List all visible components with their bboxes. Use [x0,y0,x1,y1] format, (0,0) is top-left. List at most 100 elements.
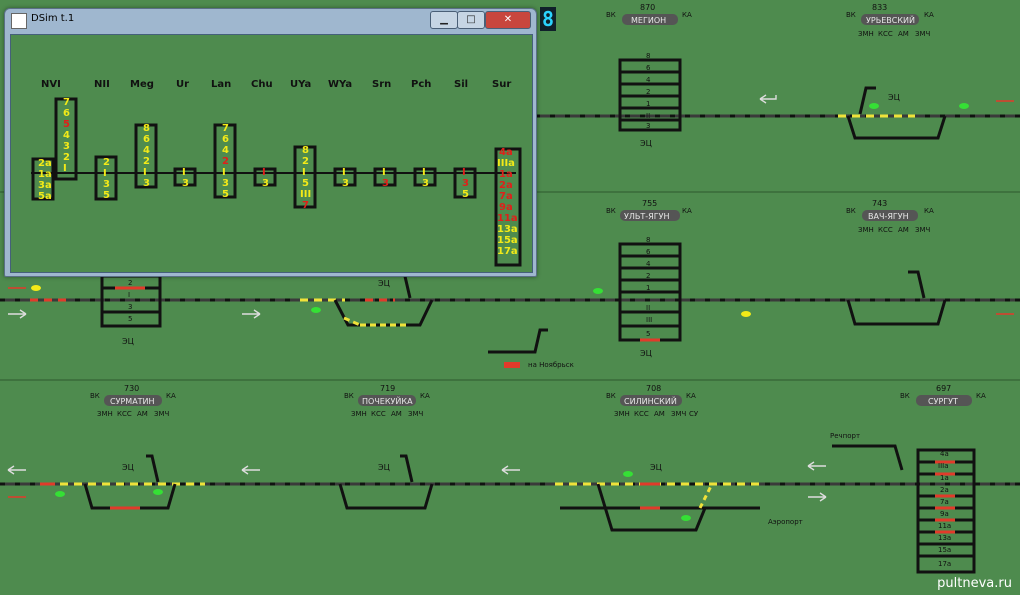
svg-text:I: I [382,167,386,178]
station-uryevsky[interactable]: 833 УРЬЕВСКИЙ ВК КА ЗМН КСС АМ ЗМЧ ЭЦ [846,3,934,102]
svg-text:7a: 7a [499,191,513,202]
svg-text:ВК: ВК [90,392,100,400]
svg-text:1: 1 [646,100,650,108]
svg-text:5: 5 [302,178,309,189]
svg-text:7а: 7а [940,498,949,506]
svg-text:I: I [262,167,266,178]
minimize-button[interactable]: ▁ [430,11,458,29]
svg-text:2a: 2a [38,158,52,169]
svg-text:I: I [182,167,186,178]
svg-text:ЗМЧ: ЗМЧ [154,410,170,418]
svg-text:ЗМН: ЗМН [351,410,367,418]
svg-text:2: 2 [302,156,309,167]
svg-text:743: 743 [872,199,887,208]
svg-text:УЛЬТ-ЯГУН: УЛЬТ-ЯГУН [624,212,669,221]
dsim-window[interactable]: DSim t.1 ▁ □ ✕ NVI NII Meg Ur Lan Chu UY… [4,8,537,277]
window-titlebar[interactable]: DSim t.1 ▁ □ ✕ [5,9,536,31]
svg-text:I: I [103,168,107,179]
hdr-sur: Sur [492,79,512,90]
station-vach-yagun[interactable]: 743 ВАЧ-ЯГУН ВК КА ЗМН КСС АМ ЗМЧ [846,199,947,326]
svg-text:3: 3 [182,178,189,189]
uryevsky-tracks[interactable] [846,86,947,140]
svg-text:ЗМЧ: ЗМЧ [915,30,931,38]
svg-text:ВК: ВК [846,207,856,215]
svg-text:КСС: КСС [878,226,893,234]
svg-text:СУРГУТ: СУРГУТ [928,397,958,406]
svg-text:6: 6 [646,64,651,72]
svg-text:719: 719 [380,384,395,393]
svg-text:КА: КА [682,207,692,215]
hdr-pch: Pch [411,79,432,90]
svg-text:ЗМН: ЗМН [97,410,113,418]
svg-text:IIIа: IIIа [938,462,948,470]
svg-text:4: 4 [646,76,651,84]
station-megion[interactable]: 870 МЕГИОН ВК КА ЭЦ [606,3,692,148]
svg-text:ЭЦ: ЭЦ [122,337,134,346]
svg-text:I: I [462,167,466,178]
svg-text:КА: КА [976,392,986,400]
overview-diagram: 2a 1a 3a 5a 7 6 5 4 3 2 I 2 I 3 5 8 6 4 … [31,97,522,267]
svg-text:15a: 15a [497,235,518,246]
svg-text:1: 1 [646,284,650,292]
svg-text:ЗМЧ: ЗМЧ [915,226,931,234]
svg-text:697: 697 [936,384,951,393]
svg-text:I: I [342,167,346,178]
hdr-ur: Ur [176,79,190,90]
counter-digit: 8 [540,7,556,31]
close-button[interactable]: ✕ [485,11,531,29]
svg-text:3: 3 [143,178,150,189]
svg-text:8: 8 [302,145,309,156]
svg-text:АМ: АМ [898,30,909,38]
station-surmatin[interactable]: 730 СУРМАТИН ВК КА ЗМН КСС АМ ЗМЧ ЭЦ [83,384,177,510]
svg-text:730: 730 [124,384,139,393]
svg-text:4: 4 [222,145,229,156]
svg-text:2а: 2а [940,486,949,494]
svg-text:I: I [222,167,226,178]
svg-text:АМ: АМ [137,410,148,418]
svg-text:7: 7 [302,200,309,211]
svg-text:КСС: КСС [371,410,386,418]
hdr-wya: WYa [328,79,353,90]
svg-text:9a: 9a [499,202,513,213]
svg-text:СУРМАТИН: СУРМАТИН [110,397,155,406]
svg-text:5: 5 [646,330,650,338]
hdr-chu: Chu [251,79,273,90]
station-pochekuyka[interactable]: 719 ПОЧЕКУЙКА ВК КА ЗМН КСС АМ ЗМЧ ЭЦ [338,384,434,510]
maximize-button[interactable]: □ [457,11,485,29]
svg-text:КСС: КСС [878,30,893,38]
signals[interactable] [31,103,969,521]
svg-text:1a: 1a [499,169,513,180]
svg-text:ЭЦ: ЭЦ [640,139,652,148]
svg-text:17а: 17а [938,560,951,568]
svg-text:ЭЦ: ЭЦ [888,93,900,102]
hdr-uya: UYa [290,79,312,90]
svg-text:3: 3 [222,178,229,189]
station-silinsky[interactable]: 708 СИЛИНСКИЙ ВК КА ЗМН КСС АМ ЗМЧ СУ ЭЦ… [560,384,803,532]
watermark: pultneva.ru [937,576,1012,591]
svg-text:ЗМЧ: ЗМЧ [671,410,687,418]
svg-text:Речпорт: Речпорт [830,432,860,440]
svg-text:I: I [128,291,130,299]
svg-text:13а: 13а [938,534,951,542]
svg-text:6: 6 [646,248,651,256]
direction-arrows[interactable] [7,94,1014,502]
dsim-app-icon[interactable] [11,13,27,29]
noyabrsk-label[interactable]: на Ноябрьск [504,361,574,369]
svg-text:КСС: КСС [634,410,649,418]
svg-text:7: 7 [63,97,70,108]
svg-text:УРЬЕВСКИЙ: УРЬЕВСКИЙ [866,14,915,25]
svg-text:III: III [300,189,311,200]
svg-text:4: 4 [646,260,651,268]
svg-text:8: 8 [646,236,650,244]
svg-text:3: 3 [262,178,269,189]
svg-text:I: I [143,167,147,178]
station-ult-yagun[interactable]: 755 УЛЬТ-ЯГУН ВК КА [606,199,692,221]
svg-text:5: 5 [63,119,70,130]
svg-text:КА: КА [924,11,934,19]
svg-text:5: 5 [222,189,229,200]
station-surgut[interactable]: 697 СУРГУТ ВК КА Речпорт 4а IIIа 1а 2а 7… [830,384,986,574]
